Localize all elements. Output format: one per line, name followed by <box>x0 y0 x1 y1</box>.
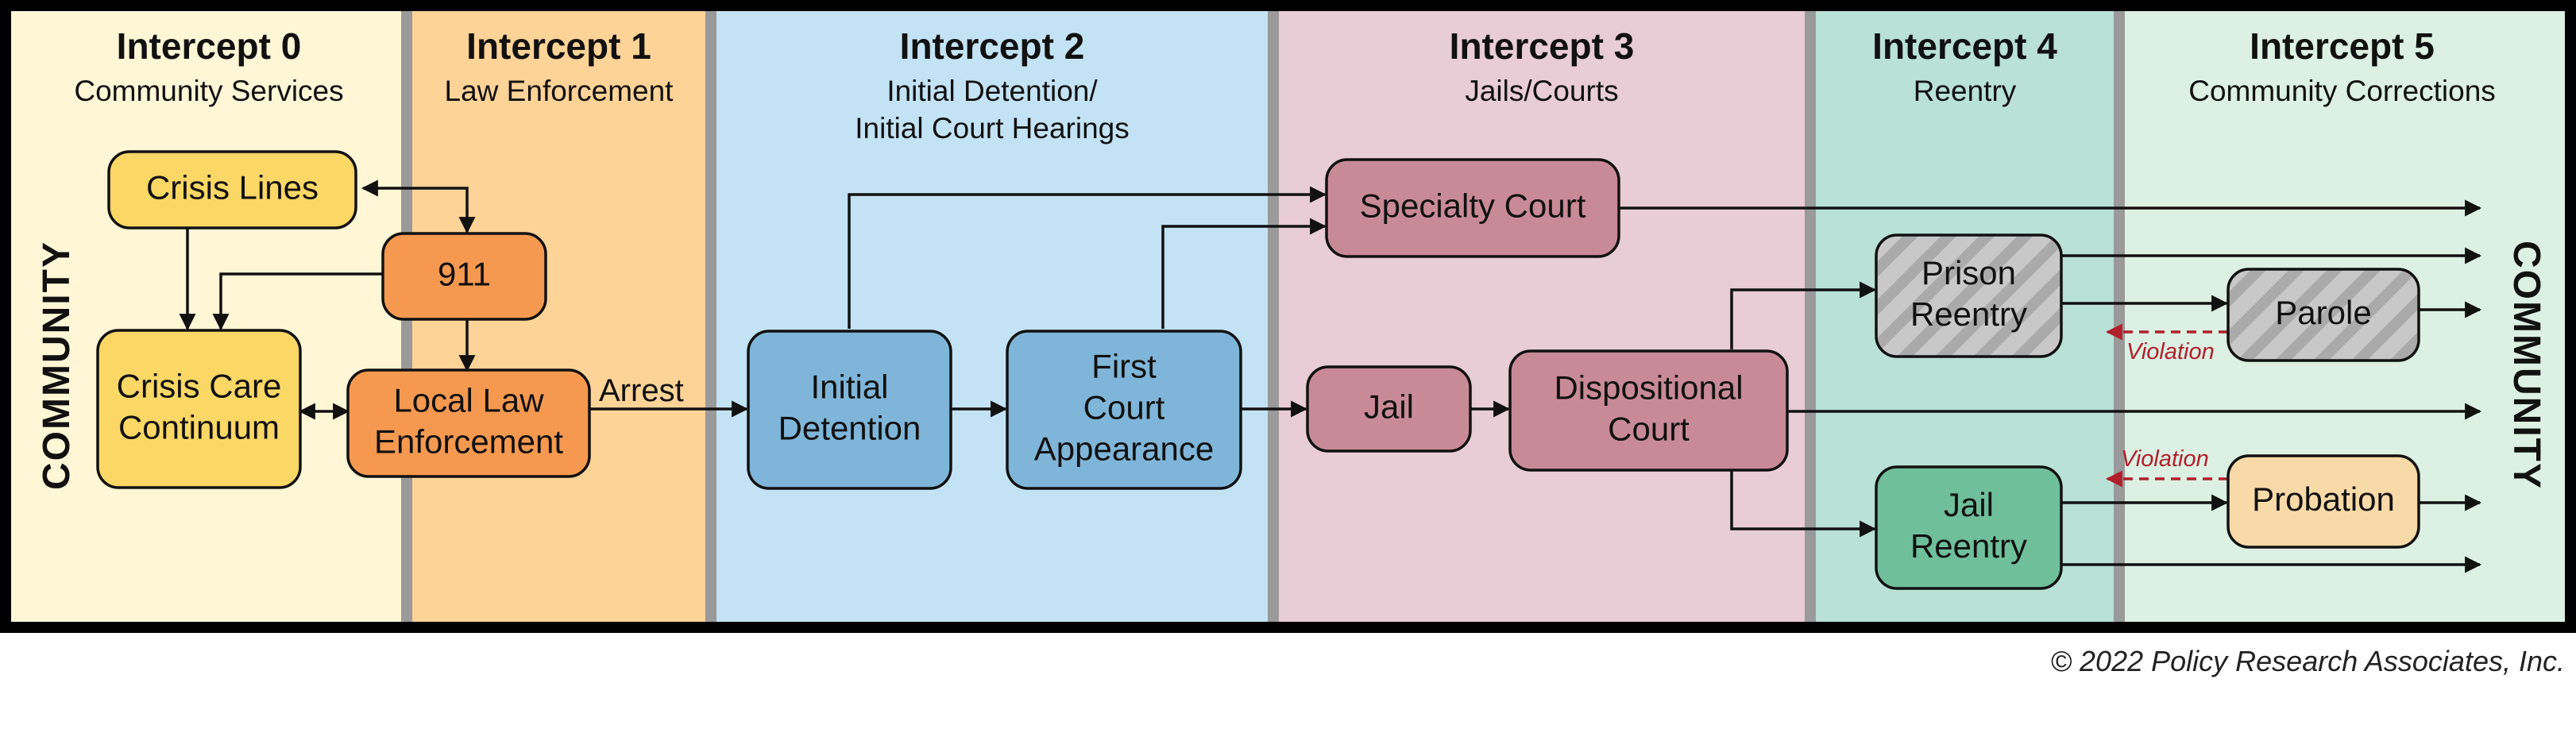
intercept-5-title: Intercept 5 <box>2250 25 2435 67</box>
probation-node: Probation <box>2226 454 2420 549</box>
edge-dispositional-jailreentry <box>1730 471 1877 538</box>
intercept-3-subtitle: Jails/Courts <box>1465 75 1618 107</box>
intercept-0-subtitle: Community Services <box>74 75 343 107</box>
community-label-left: COMMUNITY <box>36 241 78 490</box>
intercept-1-band: Intercept 1 Law Enforcement <box>407 11 711 622</box>
911-box <box>381 232 547 321</box>
intercept-0-title: Intercept 0 <box>117 25 302 67</box>
parole-violation-label: Violation <box>2126 339 2215 364</box>
jail-reentry-box <box>1875 465 2063 590</box>
local-law-enforcement-box <box>346 368 591 478</box>
prison-reentry-label: Reentry <box>1910 295 2027 333</box>
jail-node: Jail <box>1306 365 1472 453</box>
intercept-divider <box>705 11 716 622</box>
first-court-appearance-box <box>1006 330 1242 490</box>
local-law-enforcement-label: Enforcement <box>374 422 563 460</box>
specialty-court-label: Specialty Court <box>1360 187 1586 224</box>
crisis-care-continuum-box <box>96 329 302 489</box>
probation-violation-label: Violation <box>2121 446 2209 472</box>
crisis-lines-box <box>107 150 357 230</box>
prison-reentry-box <box>1875 233 2063 358</box>
911-label: 911 <box>438 255 491 292</box>
crisis-lines-label: Crisis Lines <box>146 168 319 206</box>
first-court-appearance-label: Appearance <box>1034 430 1215 467</box>
dispositional-court-box <box>1508 349 1789 472</box>
crisis-lines-node: Crisis Lines <box>107 150 357 230</box>
intercept-2-title: Intercept 2 <box>900 25 1085 67</box>
specialty-court-node: Specialty Court <box>1325 158 1620 258</box>
intercept-1-subtitle: Law Enforcement <box>445 75 674 107</box>
intercept-3-title: Intercept 3 <box>1450 25 1635 67</box>
arrest-label: Arrest <box>599 373 684 408</box>
intercept-divider <box>1805 11 1816 622</box>
first-court-appearance-label: Court <box>1083 388 1165 426</box>
jail-box <box>1306 365 1472 453</box>
intercept-5-subtitle: Community Corrections <box>2188 75 2496 107</box>
probation-box <box>2226 454 2420 549</box>
intercept-0-band: Intercept 0 Community Services <box>11 11 407 622</box>
intercept-2-band: Intercept 2 Initial Detention/Initial Cou… <box>711 11 1273 622</box>
jail-reentry-label: Reentry <box>1910 527 2027 565</box>
intercept-2-background <box>711 11 1273 622</box>
edge-crisislines-911 <box>361 179 476 234</box>
edge-firstcourt-specialty <box>1161 218 1327 329</box>
intercept-3-background <box>1273 11 1810 622</box>
crisis-care-continuum-label: Crisis Care <box>117 367 282 404</box>
intercept-4-subtitle: Reentry <box>1914 75 2017 107</box>
parole-label: Parole <box>2275 294 2371 331</box>
local-law-enforcement-label: Local Law <box>393 381 544 418</box>
jail-label: Jail <box>1364 388 1414 425</box>
crisis-care-continuum-label: Continuum <box>118 408 280 446</box>
911-node: 911 <box>381 232 547 321</box>
dispositional-court-label: Dispositional <box>1554 368 1743 406</box>
parole-node: Parole <box>2226 268 2420 362</box>
intercept-divider <box>2114 11 2125 622</box>
specialty-court-box <box>1325 158 1620 258</box>
edge-911-crisiscare <box>212 272 383 331</box>
intercept-0-background <box>11 11 407 622</box>
initial-detention-label: Initial <box>810 368 888 405</box>
intercept-4-title: Intercept 4 <box>1872 25 2057 67</box>
initial-detention-box <box>747 330 952 490</box>
edge-dispositional-prison <box>1730 281 1877 349</box>
parole-box <box>2226 268 2420 362</box>
copyright-notice: © 2022 Policy Research Associates, Inc. <box>2050 645 2566 677</box>
intercept-2-subtitle: Initial Detention/ <box>886 75 1098 107</box>
edge-detention-specialty <box>848 186 1327 329</box>
intercept-divider <box>1268 11 1279 622</box>
intercept-2-subtitle: Initial Court Hearings <box>855 112 1129 145</box>
first-court-appearance-label: First <box>1091 347 1157 384</box>
community-label-right: COMMUNITY <box>2505 241 2547 490</box>
intercept-1-title: Intercept 1 <box>466 25 651 67</box>
probation-label: Probation <box>2252 480 2395 518</box>
intercept-3-band: Intercept 3 Jails/Courts <box>1273 11 1810 622</box>
jail-reentry-label: Jail <box>1944 486 1994 523</box>
initial-detention-label: Detention <box>778 409 921 446</box>
dispositional-court-label: Court <box>1608 410 1690 447</box>
diagram-frame <box>0 0 2576 633</box>
prison-reentry-label: Prison <box>1921 254 2016 291</box>
